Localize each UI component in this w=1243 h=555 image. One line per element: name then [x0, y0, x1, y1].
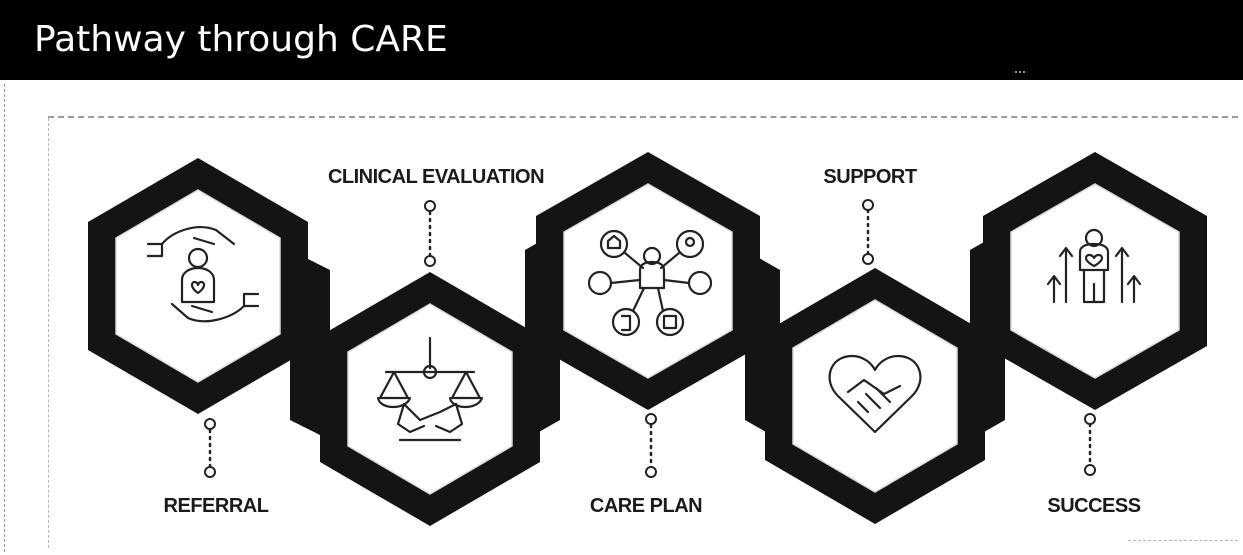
- leader-dot: [862, 199, 874, 211]
- step-label-support: SUPPORT: [823, 166, 916, 188]
- hexagon-face-success: [1010, 183, 1180, 379]
- leader-dot: [204, 466, 216, 478]
- step-label-care-plan: CARE PLAN: [590, 495, 702, 517]
- leader-dot: [204, 418, 216, 430]
- header-dot-mark: [1015, 71, 1025, 76]
- hexagon-face-support: [792, 299, 958, 493]
- leader-dot: [1084, 413, 1096, 425]
- caring-hands-person-icon: [146, 226, 260, 323]
- person-arrows-up-icon: [1046, 228, 1142, 304]
- leader-dot: [645, 413, 657, 425]
- heart-handshake-icon: [828, 354, 922, 434]
- inner-border-line: [48, 118, 49, 548]
- step-label-referral: REFERRAL: [164, 495, 269, 517]
- leader-dot: [645, 466, 657, 478]
- connector-band-4: [970, 230, 1005, 440]
- footer-marks: [1128, 540, 1238, 541]
- title-bar: Pathway through CARE: [0, 0, 1243, 80]
- connector-bands: [290, 230, 1005, 440]
- page-title: Pathway through CARE: [34, 19, 448, 60]
- person-network-icon: [587, 229, 713, 337]
- leader-dot: [1084, 464, 1096, 476]
- step-label-clinical-evaluation: CLINICAL EVALUATION: [328, 166, 544, 188]
- left-border-line: [4, 84, 5, 552]
- leader-lines: [208, 208, 1092, 470]
- connector-band-2: [525, 230, 560, 440]
- leader-dot: [862, 253, 874, 265]
- connector-band-1: [290, 250, 330, 440]
- scales-handshake-icon: [376, 336, 484, 442]
- leader-dot: [424, 255, 436, 267]
- leader-dots: [204, 199, 1096, 478]
- hexagon-face-clinical-evaluation: [347, 303, 513, 495]
- step-label-success: SUCCESS: [1047, 495, 1140, 517]
- connector-band-3: [745, 250, 780, 440]
- leader-dot: [424, 200, 436, 212]
- divider-line: [48, 116, 1238, 118]
